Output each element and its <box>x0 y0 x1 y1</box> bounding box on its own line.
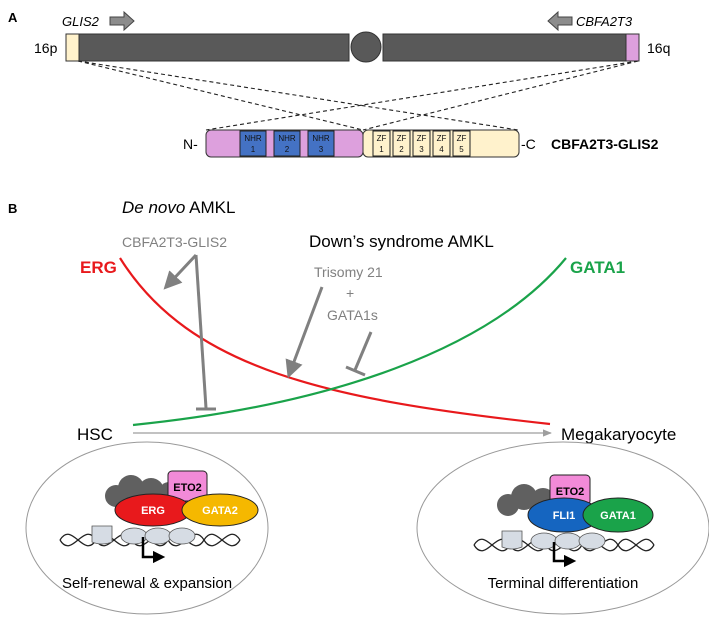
chromosome-p-arm <box>78 33 350 62</box>
left-transcription-arrow <box>141 537 166 564</box>
zf-domain-box <box>372 130 391 157</box>
arm-16p-label: 16p <box>34 40 58 56</box>
centromere <box>350 31 382 63</box>
left-dna-protein-square <box>91 525 113 545</box>
nhr-domain-number: 1 <box>251 145 256 154</box>
gene-glis2-label: GLIS2 <box>62 14 100 29</box>
erg-curve-label: ERG <box>80 258 117 277</box>
de-novo-amkl-label: De novo AMKL <box>122 198 235 217</box>
megakaryocyte-label: Megakaryocyte <box>561 425 676 444</box>
gene-cbfa2t3-label: CBFA2T3 <box>576 14 633 29</box>
right-complex-caption: Terminal differentiation <box>488 575 639 592</box>
de-novo-amkl: AMKL <box>185 198 235 217</box>
right-cofactor-blob <box>511 484 537 510</box>
zf-domain-box <box>452 130 471 157</box>
left-complex-caption: Self-renewal & expansion <box>62 575 232 592</box>
left-factor-gata2 <box>181 493 259 527</box>
zf-domain-box <box>432 130 451 157</box>
mapping-lines <box>77 60 639 131</box>
gata1-curve <box>132 257 567 427</box>
right-factor-fli1-label: FLI1 <box>553 510 576 522</box>
zf-domain-number: 1 <box>379 145 384 154</box>
c-terminus-label: -C <box>521 136 536 152</box>
zf-domain-number: 3 <box>419 145 424 154</box>
panel-b-label: B <box>8 201 17 216</box>
gata1s-label: GATA1s <box>327 307 378 323</box>
left-factor-gata2-label: GATA2 <box>202 505 238 517</box>
arm-16q-label: 16q <box>647 40 670 56</box>
left-eto2-label: ETO2 <box>173 482 202 494</box>
zf-domain-label: ZF <box>417 134 427 143</box>
right-factor-gata1-label: GATA1 <box>600 510 636 522</box>
right-eto2-label: ETO2 <box>556 486 585 498</box>
left-dna-protein <box>144 527 172 545</box>
plus-label: + <box>346 285 354 301</box>
right-factor-gata1 <box>582 497 654 533</box>
right-dna-protein-square <box>501 530 523 550</box>
left-factor-erg-label: ERG <box>141 505 165 517</box>
hsc-label: HSC <box>77 425 113 444</box>
right-complex: ETO2 FLI1 GATA1 Terminal differentiation <box>416 441 709 615</box>
zf-domain-box <box>392 130 411 157</box>
right-dna-protein <box>554 532 582 550</box>
gata1s-inhibit-bar <box>345 365 366 377</box>
zf-domain-number: 2 <box>399 145 404 154</box>
zf-domain-box <box>412 130 431 157</box>
nhr-domain-box <box>273 130 301 157</box>
zf-domain-label: ZF <box>437 134 447 143</box>
down-syndrome-label: Down’s syndrome AMKL <box>309 232 494 251</box>
glis2-direction-arrow <box>109 10 135 32</box>
left-cofactor-blob <box>118 475 144 501</box>
chromosome-p-tip <box>65 33 80 62</box>
right-dna-protein <box>578 532 606 550</box>
zf-domain-label: ZF <box>397 134 407 143</box>
panel-a-label: A <box>8 10 18 25</box>
fusion-name-label: CBFA2T3-GLIS2 <box>551 136 659 152</box>
erg-curve <box>119 257 551 426</box>
zf-domain-number: 4 <box>439 145 444 154</box>
zf-domain-number: 5 <box>459 145 464 154</box>
nhr-domain-label: NHR <box>312 134 330 143</box>
nhr-domain-number: 2 <box>285 145 290 154</box>
cbfa2t3-direction-arrow <box>547 10 573 32</box>
right-transcription-arrow <box>552 542 577 568</box>
trisomy-21-label: Trisomy 21 <box>314 264 383 280</box>
chromosome-q-arm <box>382 33 627 62</box>
trisomy-to-crossover-arrow <box>285 286 324 379</box>
fusion-activates-erg-arrow <box>163 253 198 290</box>
fusion-annotation: CBFA2T3-GLIS2 <box>122 234 227 250</box>
gata1-curve-label: GATA1 <box>570 258 625 277</box>
fusion-inhibits-gata1-line <box>194 254 208 409</box>
gata1s-inhibit-line <box>353 331 373 371</box>
chromosome-q-tip <box>625 33 640 62</box>
left-complex: ETO2 ERG GATA2 Self-renewal & expansion <box>25 441 269 615</box>
zf-domain-label: ZF <box>457 134 467 143</box>
zf-domain-label: ZF <box>377 134 387 143</box>
n-terminus-label: N- <box>183 136 198 152</box>
left-eto2-box <box>167 470 208 502</box>
nhr-domain-box <box>239 130 267 157</box>
left-dna-protein <box>168 527 196 545</box>
de-novo-italic: De novo <box>122 198 185 217</box>
nhr-domain-label: NHR <box>278 134 296 143</box>
nhr-domain-number: 3 <box>319 145 324 154</box>
nhr-domain-label: NHR <box>244 134 262 143</box>
nhr-domain-box <box>307 130 335 157</box>
